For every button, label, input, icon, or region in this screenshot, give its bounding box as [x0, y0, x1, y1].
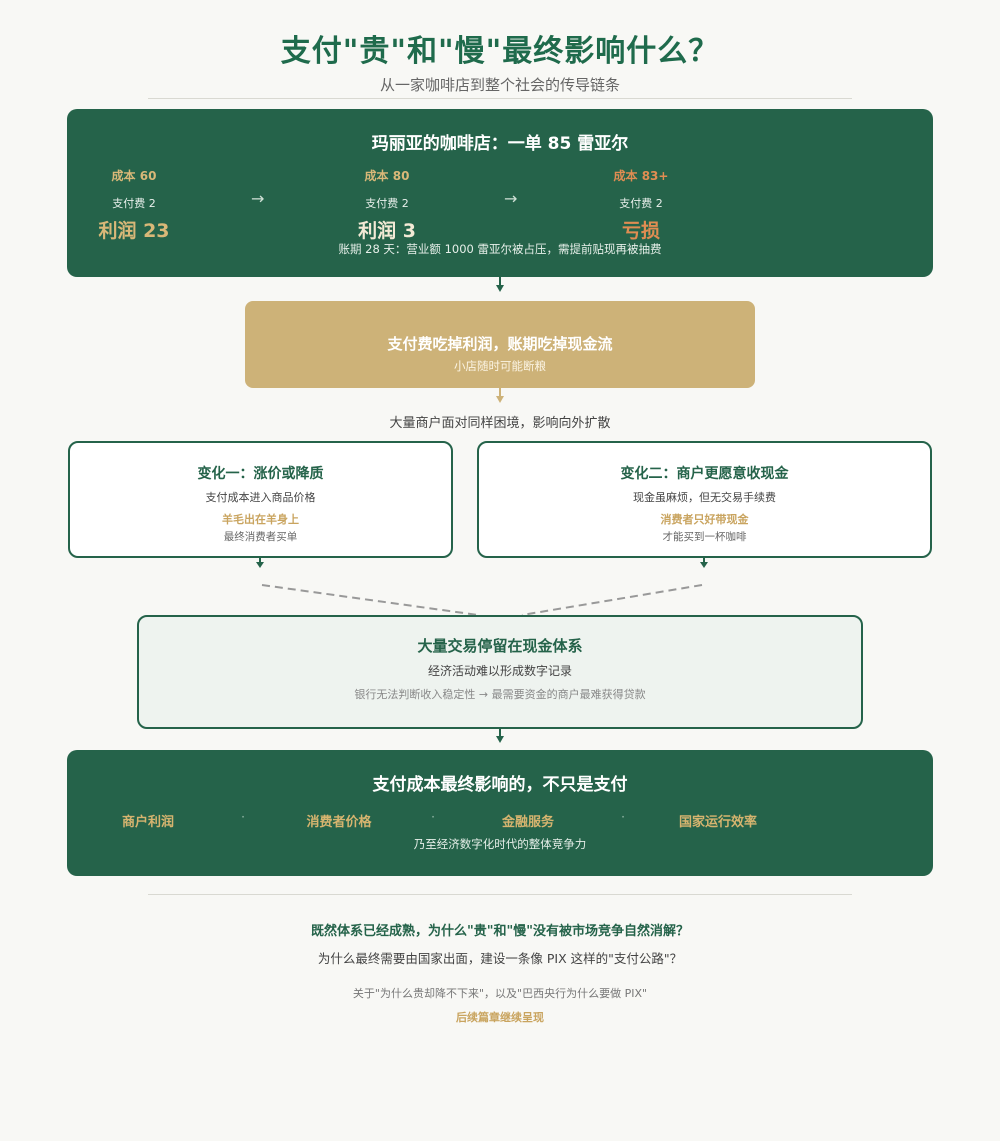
scenario-fee: 支付费 2	[365, 197, 409, 210]
connector-line	[499, 388, 501, 397]
connector-line	[499, 277, 501, 286]
separator-dot: ·	[621, 810, 625, 824]
teaser-text: 关于"为什么贵却降不下来"，以及"巴西央行为什么要做 PIX"	[352, 987, 648, 1000]
change-card-1: 变化一：涨价或降质 支付成本进入商品价格 羊毛出在羊身上 最终消费者买单	[68, 441, 453, 558]
scenario-column-2: 成本 80 支付费 2 利润 3	[317, 167, 457, 243]
right-arrow-icon: →	[504, 189, 518, 208]
separator-dot: ·	[241, 810, 245, 824]
squeeze-box: 支付费吃掉利润，账期吃掉现金流 小店随时可能断粮	[245, 301, 755, 388]
change-desc: 现金虽麻烦，但无交易手续费	[633, 491, 776, 504]
impact-title: 支付成本最终影响的，不只是支付	[372, 775, 628, 795]
cafe-example-box: 玛丽亚的咖啡店：一单 85 雷亚尔 成本 60 支付费 2 利润 23 → 成本…	[67, 109, 933, 277]
cafe-title: 玛丽亚的咖啡店：一单 85 雷亚尔	[371, 134, 629, 154]
cash-system-title: 大量交易停留在现金体系	[417, 637, 583, 655]
change-highlight: 消费者只好带现金	[660, 513, 749, 526]
scenario-fee: 支付费 2	[619, 197, 663, 210]
continue-note: 后续篇章继续呈现	[456, 1011, 544, 1024]
scenario-result: 利润 3	[358, 220, 416, 242]
change-card-2: 变化二：商户更愿意收现金 现金虽麻烦，但无交易手续费 消费者只好带现金 才能买到…	[477, 441, 932, 558]
page-subtitle: 从一家咖啡店到整个社会的传导链条	[379, 76, 620, 94]
settlement-note: 账期 28 天：营业额 1000 雷亚尔被占压，需提前贴现再被抽费	[338, 242, 662, 256]
squeeze-subtitle: 小店随时可能断粮	[454, 359, 546, 373]
scenario-fee: 支付费 2	[112, 197, 156, 210]
cash-system-box: 大量交易停留在现金体系 经济活动难以形成数字记录 银行无法判断收入稳定性 → 最…	[137, 615, 863, 729]
down-arrow-icon	[496, 285, 504, 292]
dashed-merge-line-right	[521, 584, 703, 616]
separator-dot: ·	[431, 810, 435, 824]
scenario-cost: 成本 80	[364, 169, 410, 183]
impact-box: 支付成本最终影响的，不只是支付 商户利润 · 消费者价格 · 金融服务 · 国家…	[67, 750, 933, 876]
impact-keyword: 国家运行效率	[678, 815, 757, 830]
scenario-cost: 成本 60	[111, 169, 157, 183]
scenario-column-3: 成本 83+ 支付费 2 亏损	[571, 167, 711, 243]
down-arrow-icon	[496, 396, 504, 403]
impact-keyword: 商户利润	[121, 815, 174, 830]
down-arrow-icon	[496, 736, 504, 743]
cash-system-desc: 经济活动难以形成数字记录	[427, 664, 572, 678]
change-desc: 支付成本进入商品价格	[205, 491, 316, 504]
page-title: 支付"贵"和"慢"最终影响什么？	[280, 34, 720, 69]
closing-question-2: 为什么最终需要由国家出面，建设一条像 PIX 这样的"支付公路"？	[317, 951, 683, 966]
scenario-result: 亏损	[621, 220, 660, 242]
spread-caption: 大量商户面对同样困境，影响向外扩散	[389, 416, 611, 431]
change-title: 变化二：商户更愿意收现金	[620, 466, 789, 482]
impact-note: 乃至经济数字化时代的整体竞争力	[413, 837, 587, 851]
scenario-column-1: 成本 60 支付费 2 利润 23	[64, 167, 204, 243]
header-divider	[148, 98, 852, 99]
change-highlight: 羊毛出在羊身上	[222, 513, 299, 526]
down-arrow-icon	[700, 562, 708, 568]
change-note: 最终消费者买单	[223, 531, 298, 543]
cash-system-note: 银行无法判断收入稳定性 → 最需要资金的商户最难获得贷款	[354, 688, 646, 701]
dashed-merge-line-left	[261, 584, 479, 616]
impact-keyword: 消费者价格	[306, 815, 372, 830]
squeeze-title: 支付费吃掉利润，账期吃掉现金流	[387, 335, 613, 353]
change-title: 变化一：涨价或降质	[197, 466, 324, 482]
right-arrow-icon: →	[251, 189, 265, 208]
closing-question: 既然体系已经成熟，为什么"贵"和"慢"没有被市场竞争自然消解？	[310, 924, 690, 939]
scenario-result: 利润 23	[98, 220, 170, 242]
scenario-cost: 成本 83+	[613, 169, 669, 183]
down-arrow-icon	[256, 562, 264, 568]
change-note: 才能买到一杯咖啡	[662, 531, 747, 543]
impact-keyword: 金融服务	[501, 815, 554, 830]
footer-divider	[148, 894, 852, 895]
